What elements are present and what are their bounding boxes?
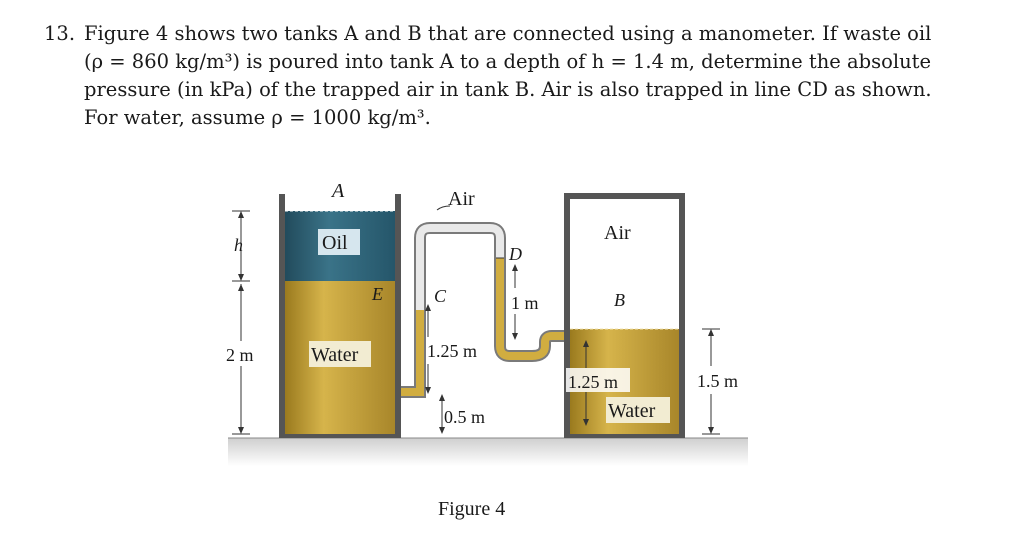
oil-label: Oil: [322, 232, 348, 254]
manometer-tube: [401, 222, 566, 398]
water-b-label-bg: [606, 397, 670, 423]
tank-a-bottom: [279, 434, 401, 438]
h-label: h: [234, 235, 243, 255]
dim-05-label: 0.5 m: [444, 407, 485, 427]
tank-b-top: [564, 193, 685, 199]
problem-line-1: Figure 4 shows two tanks A and B that ar…: [84, 22, 932, 45]
point-c-label: C: [434, 286, 447, 306]
one-m-label: 1 m: [511, 293, 539, 313]
water-b-label: Water: [608, 400, 656, 422]
tank-a-right-wall: [395, 194, 401, 436]
air-line-label: Air: [448, 188, 475, 210]
problem-line-3: pressure (in kPa) of the trapped air in …: [84, 78, 932, 101]
problem-statement: 13. Figure 4 shows two tanks A and B tha…: [44, 20, 944, 132]
problem-line-2: (ρ = 860 kg/m³) is poured into tank A to…: [84, 50, 932, 73]
tank-b-bottom: [564, 434, 685, 438]
tank-b-left-wall: [564, 195, 570, 436]
dimension-arrows: [238, 211, 714, 434]
water-a-label-bg: [309, 341, 371, 367]
point-e-label: E: [371, 284, 383, 304]
figure-caption: Figure 4: [438, 498, 506, 520]
tank-a-label: A: [330, 180, 345, 202]
dim-125-left-label: 1.25 m: [427, 341, 477, 361]
dim-125-right-label: 1.25 m: [568, 372, 618, 392]
tank-a-left-wall: [279, 194, 285, 436]
oil-label-bg: [318, 229, 360, 255]
water-a-label: Water: [311, 344, 359, 366]
problem-line-4: For water, assume ρ = 1000 kg/m³.: [84, 106, 431, 129]
ground-shadow: [228, 438, 748, 466]
problem-number: 13.: [44, 22, 76, 45]
two-m-label: 2 m: [226, 345, 254, 365]
dim-15-label: 1.5 m: [697, 371, 738, 391]
tank-b-right-wall: [679, 195, 685, 436]
tank-b-label: B: [614, 290, 625, 310]
point-d-label: D: [508, 244, 522, 264]
dim-125-right-bg: [566, 368, 630, 392]
dim-125-left-bg: [426, 337, 490, 363]
air-b-label: Air: [604, 222, 631, 244]
